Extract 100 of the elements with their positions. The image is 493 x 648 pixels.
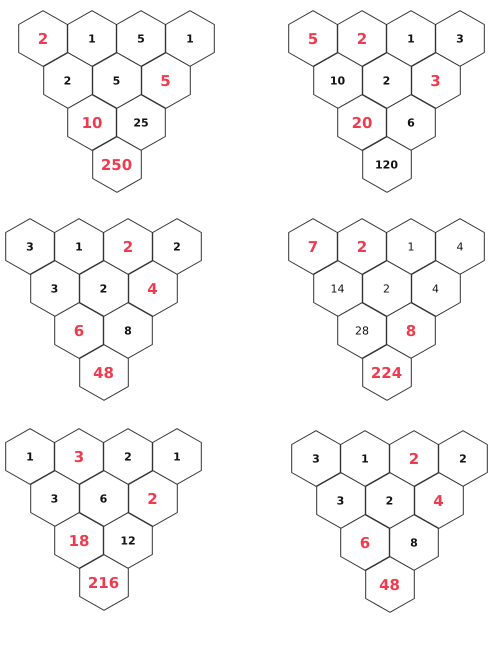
number: 2 xyxy=(100,282,108,295)
number: 7 xyxy=(308,238,318,256)
number: 20 xyxy=(352,114,372,132)
number: 14 xyxy=(330,282,344,295)
number: 1 xyxy=(173,450,181,463)
number: 25 xyxy=(133,116,149,129)
number: 2 xyxy=(38,30,48,48)
hexagon xyxy=(316,472,366,529)
number: 18 xyxy=(68,532,90,550)
number: 28 xyxy=(355,324,369,337)
number: 12 xyxy=(120,534,136,547)
number: 5 xyxy=(160,72,171,90)
number: 2 xyxy=(356,30,368,48)
hexagon xyxy=(337,218,387,275)
hexagon xyxy=(340,514,390,571)
number: 3 xyxy=(74,448,84,466)
hexagon xyxy=(337,94,387,151)
hexagon xyxy=(5,218,55,275)
number: 3 xyxy=(26,240,34,253)
number: 10 xyxy=(82,114,102,132)
hexagon xyxy=(438,430,488,487)
number: 8 xyxy=(410,536,418,549)
hexagon xyxy=(103,302,153,359)
hexagon xyxy=(337,10,387,67)
hexagon xyxy=(288,218,338,275)
number: 216 xyxy=(88,574,120,592)
number: 1 xyxy=(361,452,369,465)
hexagon xyxy=(340,430,390,487)
hexagon xyxy=(291,430,341,487)
number: 2 xyxy=(64,74,72,87)
hexagon xyxy=(288,10,338,67)
number: 3 xyxy=(50,492,58,505)
hexagon xyxy=(152,218,202,275)
hexagon xyxy=(103,512,153,569)
number: 8 xyxy=(406,322,416,340)
hexagon xyxy=(362,136,412,193)
hexagon xyxy=(312,52,362,109)
number: 2 xyxy=(147,490,158,508)
hexagon xyxy=(54,428,104,485)
hexagon xyxy=(389,430,439,487)
hexagon xyxy=(92,52,142,109)
number: 48 xyxy=(379,576,400,594)
hexagon xyxy=(386,10,436,67)
number: 250 xyxy=(100,156,132,174)
number: 6 xyxy=(360,534,370,552)
hexagon xyxy=(78,344,128,401)
number: 4 xyxy=(433,492,444,510)
hexagon xyxy=(42,52,92,109)
hexagon xyxy=(54,512,104,569)
hexagon xyxy=(30,260,80,317)
number: 6 xyxy=(100,492,108,505)
number: 2 xyxy=(459,452,467,465)
number: 6 xyxy=(407,116,415,129)
hexagon xyxy=(364,472,414,529)
number: 8 xyxy=(124,324,132,337)
hexagon xyxy=(140,52,190,109)
number: 1 xyxy=(88,32,96,45)
number: 4 xyxy=(147,280,158,298)
number: 4 xyxy=(456,240,464,253)
hexagon xyxy=(386,94,436,151)
number: 2 xyxy=(124,450,132,463)
number: 6 xyxy=(74,322,84,340)
hexagon xyxy=(116,10,166,67)
hexagon xyxy=(435,218,485,275)
number: 120 xyxy=(375,158,398,171)
number: 48 xyxy=(93,364,114,382)
number: 1 xyxy=(26,450,34,463)
number: 2 xyxy=(173,240,181,253)
hexagon xyxy=(362,52,412,109)
number: 3 xyxy=(430,72,441,90)
hexagon xyxy=(362,260,412,317)
hexagon xyxy=(116,94,166,151)
number: 10 xyxy=(330,74,346,87)
hexagon xyxy=(389,514,439,571)
hexagon xyxy=(165,10,215,67)
number: 5 xyxy=(137,32,145,45)
hexagon xyxy=(78,554,128,611)
number: 3 xyxy=(312,452,320,465)
hexagon xyxy=(30,470,80,527)
number: 1 xyxy=(407,32,415,45)
hexagon xyxy=(410,52,460,109)
hexagon xyxy=(67,94,117,151)
hexagon xyxy=(78,470,128,527)
number: 2 xyxy=(383,282,390,295)
hexagon xyxy=(54,218,104,275)
number: 2 xyxy=(356,238,368,256)
hexagon xyxy=(312,260,362,317)
hexagon xyxy=(128,470,178,527)
number: 2 xyxy=(386,494,394,507)
hexagon xyxy=(386,218,436,275)
hexagon xyxy=(410,260,460,317)
number: 2 xyxy=(408,450,420,468)
number: 2 xyxy=(382,74,390,87)
hexagon xyxy=(128,260,178,317)
hexagon xyxy=(5,428,55,485)
hexagon xyxy=(103,428,153,485)
hexagon xyxy=(362,344,412,401)
hexagon xyxy=(78,260,128,317)
number: 3 xyxy=(336,494,344,507)
number: 2 xyxy=(122,238,134,256)
